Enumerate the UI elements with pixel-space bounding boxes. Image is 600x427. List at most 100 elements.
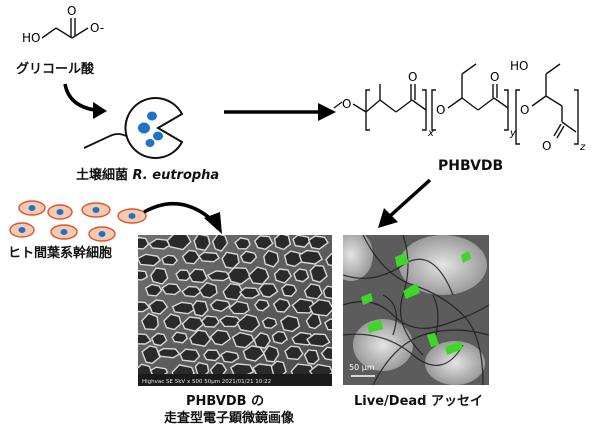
bacterium-illustration [83,97,184,159]
polymer-sub-z: z [579,142,586,153]
sem-pore [138,301,151,313]
sem-pore [141,345,161,365]
sem-pore [211,235,229,252]
sem-pore [138,270,149,281]
sem-pore [200,315,220,328]
sem-pore [191,300,209,317]
sem-pore [283,250,304,268]
sem-footer-text: Highvac SE 5kV x 500 50μm 2021/01/21 10:… [142,379,271,385]
sem-pore [209,299,231,313]
sem-pore [253,332,271,349]
sem-pore [263,249,280,268]
sem-pore [242,345,265,362]
sem-pore [262,344,280,363]
sem-pore [209,329,232,346]
granule-2 [138,122,150,134]
sem-pore [222,282,244,301]
sem-pore [271,330,289,345]
glycolate-structure: HO O O- [22,4,104,45]
stem-cell-6 [50,224,78,240]
glycolate-o-minus-atom: O- [90,21,104,35]
polymer-sub-x: x [427,128,434,139]
sem-pore [148,299,169,315]
sem-pore [306,333,331,348]
polymer-ho-atom: HO [510,59,528,73]
polymer-o-carbonyl-1: O [408,70,417,84]
sem-pore [231,331,255,349]
sem-image: Highvac SE 5kV x 500 50μm 2021/01/21 10:… [138,235,332,386]
glycolate-bond-2 [55,27,73,39]
polymer-bracket-y-left [431,89,436,131]
sem-pore [248,266,270,285]
sem-pore [227,267,252,285]
sem-pore [171,331,189,344]
glycolate-bond-1 [41,27,57,39]
flagellum-line [83,133,127,149]
glycolate-o-atom: O [67,4,76,18]
sem-pore [193,235,211,251]
polymer-structure: O O x O O y O HO O z [333,59,586,153]
bacterium-label: 土壌細菌 R. eutropha [76,164,219,183]
bacterium-label-prefix: 土壌細菌 [76,168,133,183]
stem-cell-1 [18,200,46,216]
sem-pore [291,298,316,314]
fluorescence-image: 50 μm [343,235,489,385]
sem-pore [163,313,182,331]
sem-pore [161,254,179,266]
sem-pore [203,349,221,362]
granule-4 [145,139,155,147]
polymer-o-start: O [342,97,351,111]
polymer-bracket-z-right [574,89,579,145]
sem-pore [161,283,182,296]
stem-cells-label: ヒト間葉系幹細胞 [8,246,113,261]
fiber-network [343,235,489,385]
sem-pore [239,250,258,264]
sem-pore [220,350,240,364]
bacterium-body [124,97,184,159]
sem-pore [253,299,270,312]
sem-pore [261,316,278,329]
sem-pore [309,264,328,283]
sem-pore [189,329,212,347]
sem-pore [218,315,242,328]
arrow-bacterium-to-polymer [224,103,336,121]
sem-pore [179,348,201,363]
stem-cell-4 [117,208,147,224]
polymer-o-carbonyl-3: O [542,139,551,153]
sem-pore [308,298,332,317]
sem-pore [198,251,220,263]
arrow-polymer-to-assay [378,178,432,228]
sem-pore [181,316,205,332]
sem-pore [303,283,323,300]
sem-pore [305,312,322,330]
sem-pore [303,349,320,365]
sem-pore [324,318,332,331]
sem-pore [206,270,231,282]
sem-pore [148,238,171,250]
sem-pore [166,235,192,251]
sem-pore [138,253,162,267]
sem-caption-line2: 走査型電子顕微鏡画像 [164,411,295,426]
sem-pore [322,285,332,300]
sem-pore [181,249,201,265]
stem-cell-3 [81,202,111,218]
sem-pore [273,235,292,251]
arrow-glycolate-to-bacterium [63,83,107,119]
sem-pore [258,282,279,298]
sem-pore [298,249,324,265]
sem-pore [307,235,329,250]
polymer-bracket-z-left [515,89,520,145]
sem-pore [320,346,332,361]
polymer-o-ester-2: O [520,103,529,117]
sem-pore [228,300,250,315]
sem-pore [171,301,197,315]
stem-cell-7 [88,226,116,242]
arrow-cells-to-scaffold [143,201,222,234]
sem-pore [138,236,150,250]
sem-pore [150,332,168,347]
granule-3 [153,131,163,141]
polymer-o-ester-1: O [436,103,445,117]
sem-pore [181,285,203,298]
sem-pore [284,345,304,361]
sem-pore [238,287,261,299]
